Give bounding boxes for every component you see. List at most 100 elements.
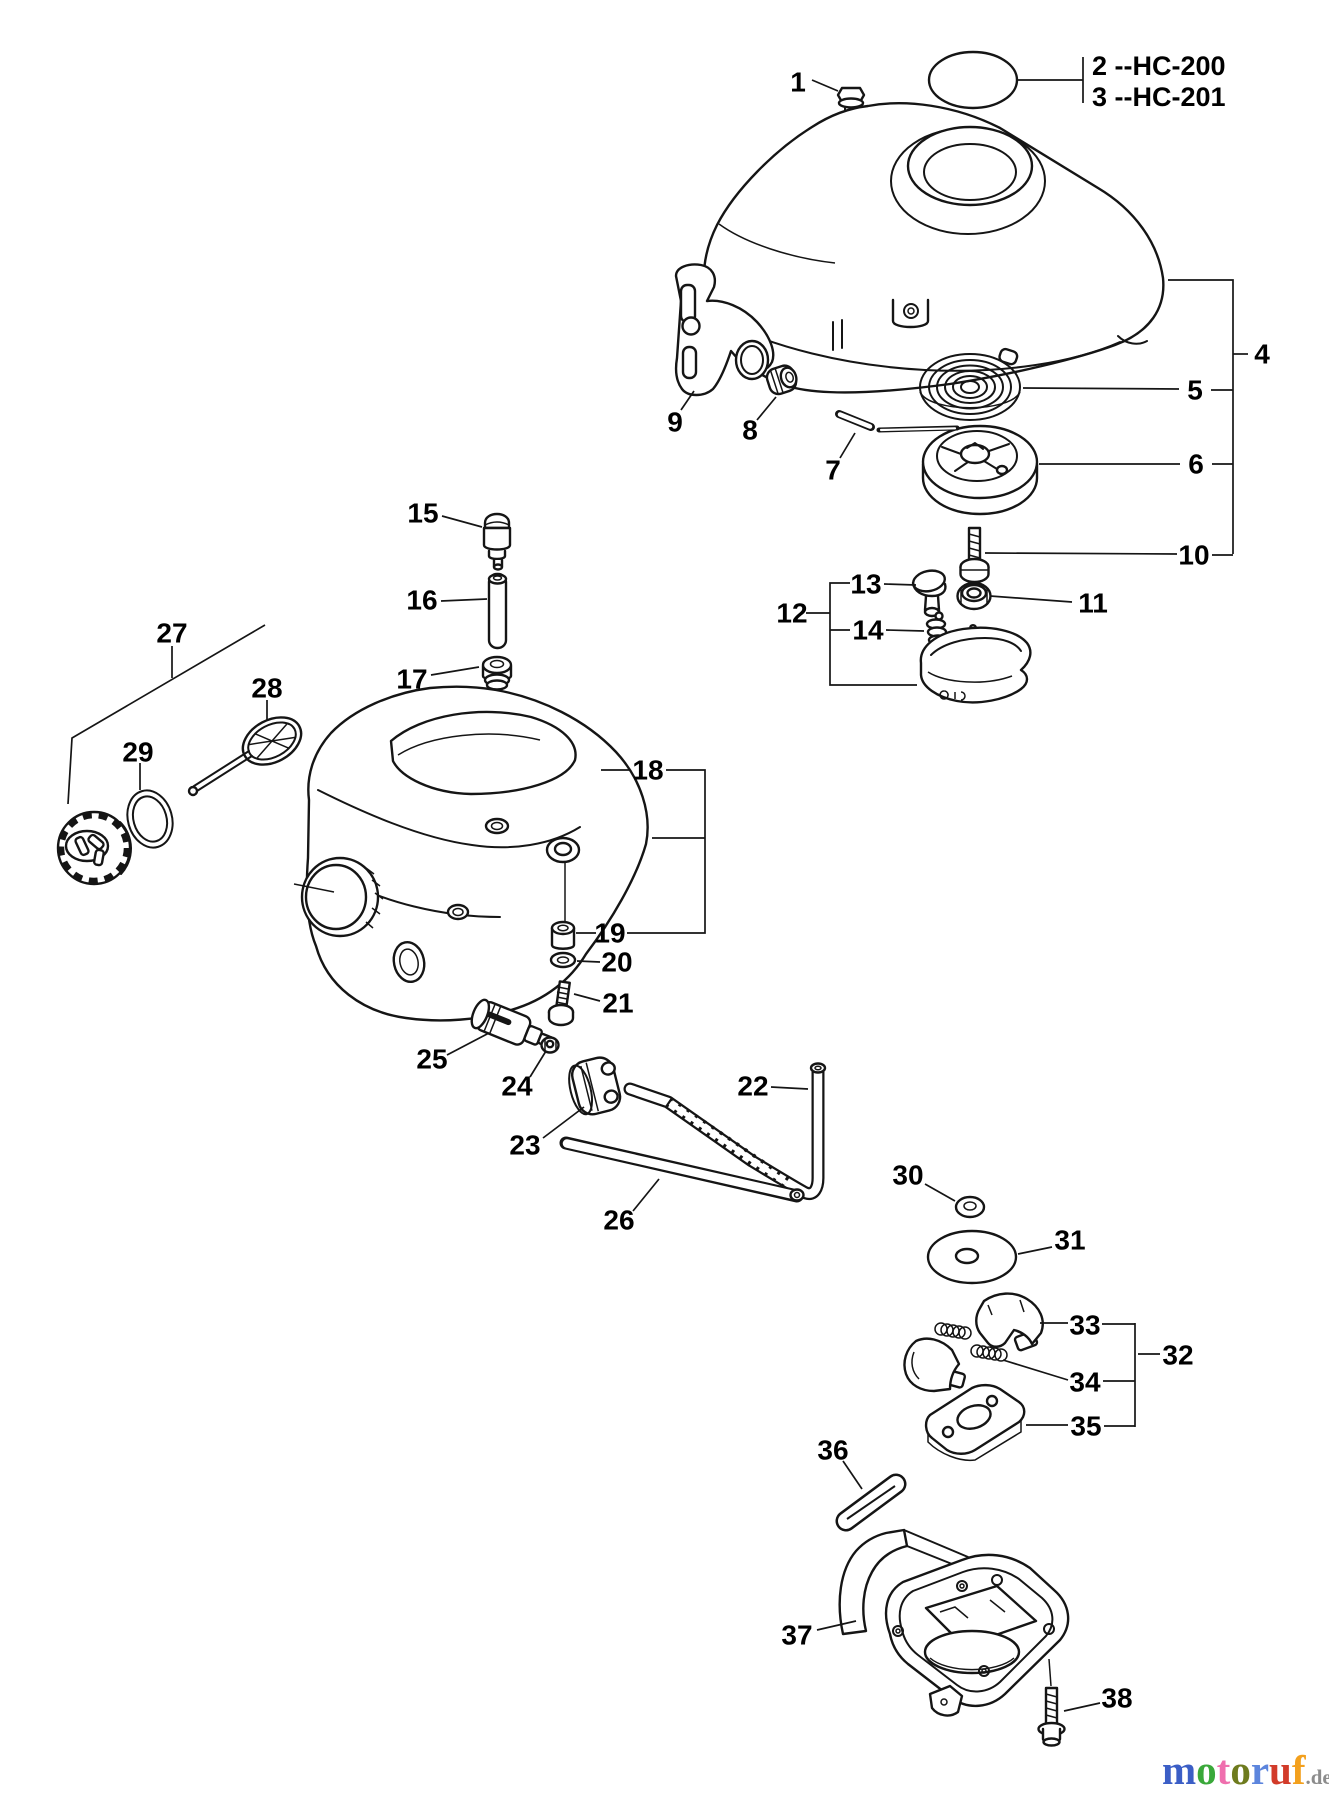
callout-7: 7 — [825, 455, 841, 486]
callout-27: 27 — [156, 618, 187, 649]
part-return-pipe-26 — [559, 1136, 805, 1203]
leader-line-21 — [573, 993, 601, 1002]
callout-23: 23 — [509, 1130, 540, 1161]
leader-line-12 — [829, 582, 917, 686]
callout-24: 24 — [501, 1071, 533, 1102]
callout-9: 9 — [667, 407, 683, 438]
callout-19: 19 — [594, 918, 625, 949]
callout-20: 20 — [601, 947, 632, 978]
part-label-plate-2-3 — [927, 50, 1019, 110]
part-rope-bushing-8 — [765, 364, 798, 396]
leader-line-16 — [440, 598, 488, 602]
leader-line-10 — [984, 552, 1178, 555]
callout-11: 11 — [1078, 588, 1108, 619]
leader-line-36 — [842, 1460, 863, 1490]
leader-line-37 — [816, 1620, 857, 1631]
part-spacer-19 — [550, 920, 576, 950]
leader-line-4 — [1168, 279, 1234, 554]
model-callout-line-1: 2 --HC-200 — [1092, 51, 1226, 81]
leader-line-26 — [632, 1178, 660, 1212]
leader-line-8 — [756, 396, 777, 421]
part-clutch-shoes-33 — [903, 1292, 1044, 1393]
part-tank-grommet-23 — [568, 1056, 622, 1116]
callout-13: 13 — [850, 569, 881, 600]
leader-line-27 — [67, 624, 266, 805]
callout-22: 22 — [737, 1071, 768, 1102]
leader-line-15 — [441, 515, 483, 528]
part-vent-tube-16 — [487, 572, 508, 650]
watermark-letter: f — [1291, 1747, 1306, 1793]
callout-15: 15 — [407, 498, 438, 529]
callout-37: 37 — [781, 1620, 812, 1651]
part-clutch-springs-34 — [934, 1322, 1008, 1362]
watermark-letter: t — [1216, 1747, 1231, 1793]
part-base-screw-38 — [1037, 1686, 1066, 1747]
watermark-letter: u — [1269, 1747, 1292, 1793]
part-starter-rope-7 — [835, 410, 960, 433]
leader-line-20 — [576, 960, 601, 963]
part-tank-screw-21 — [547, 980, 575, 1027]
callout-28: 28 — [251, 673, 282, 704]
callout-6: 6 — [1188, 449, 1204, 480]
leader-line-23 — [542, 1106, 585, 1139]
callout-38: 38 — [1101, 1683, 1132, 1714]
callout-35: 35 — [1070, 1411, 1101, 1442]
leader-line-25 — [446, 1032, 490, 1056]
part-fan-cover-4 — [702, 102, 1165, 394]
part-washer-20 — [549, 951, 577, 969]
callout-25: 25 — [416, 1044, 447, 1075]
watermark-letter: o — [1196, 1747, 1217, 1793]
callout-4: 4 — [1254, 339, 1270, 370]
callout-36: 36 — [817, 1435, 848, 1466]
watermark-logo: motoruf.de — [1162, 1748, 1329, 1799]
part-pulley-screw-10 — [959, 526, 990, 584]
leader-line-5 — [1022, 387, 1180, 390]
leader-line-9 — [680, 390, 695, 411]
leader-line-18 — [627, 769, 706, 934]
part-recoil-spring-5 — [919, 347, 1021, 421]
part-rope-pulley-6 — [921, 424, 1039, 516]
part-fuel-pipe-22 — [623, 1062, 827, 1201]
part-starter-handle-9 — [674, 263, 775, 397]
part-clutch-plate-35 — [924, 1383, 1026, 1462]
leader-line-38 — [1063, 1702, 1101, 1712]
part-ratchet-guide-12 — [919, 624, 1032, 704]
callout-31: 31 — [1054, 1225, 1085, 1256]
part-disc-washer-31 — [926, 1229, 1018, 1285]
part-small-nut-24 — [540, 1036, 560, 1054]
callout-30: 30 — [892, 1160, 923, 1191]
leader-line-11 — [989, 595, 1073, 603]
leader-line-34 — [1002, 1359, 1069, 1381]
callout-33: 33 — [1069, 1310, 1100, 1341]
leader-line-1 — [811, 79, 839, 92]
leader-line-24 — [529, 1050, 547, 1078]
part-fuel-cap-27 — [56, 810, 132, 886]
leader-line-7 — [839, 432, 856, 459]
part-o-ring-29 — [126, 789, 174, 849]
callout-8: 8 — [742, 415, 758, 446]
callout-29: 29 — [122, 737, 153, 768]
part-retainer-28 — [187, 716, 303, 797]
callout-10: 10 — [1178, 540, 1209, 571]
leader-line-30 — [924, 1183, 956, 1202]
leader-line-22 — [770, 1086, 809, 1090]
watermark-letter: m — [1162, 1747, 1197, 1793]
callout-21: 21 — [602, 988, 633, 1019]
part-fuel-tank-18 — [293, 685, 649, 1022]
callout-12: 12 — [776, 598, 807, 629]
leader-line-31 — [1017, 1246, 1053, 1255]
callout-18: 18 — [632, 755, 663, 786]
part-engine-base-37 — [838, 1528, 1070, 1717]
callout-16: 16 — [406, 585, 437, 616]
callout-5: 5 — [1187, 375, 1203, 406]
watermark-suffix: .de — [1305, 1765, 1329, 1789]
callout-1: 1 — [790, 67, 806, 98]
leader-line-17 — [430, 666, 480, 676]
callout-32: 32 — [1162, 1340, 1193, 1371]
part-starter-pawl-13 — [911, 569, 947, 618]
watermark-letter: o — [1230, 1747, 1251, 1793]
part-vent-valve-15 — [482, 512, 512, 571]
part-flange-nut-11 — [956, 581, 992, 611]
